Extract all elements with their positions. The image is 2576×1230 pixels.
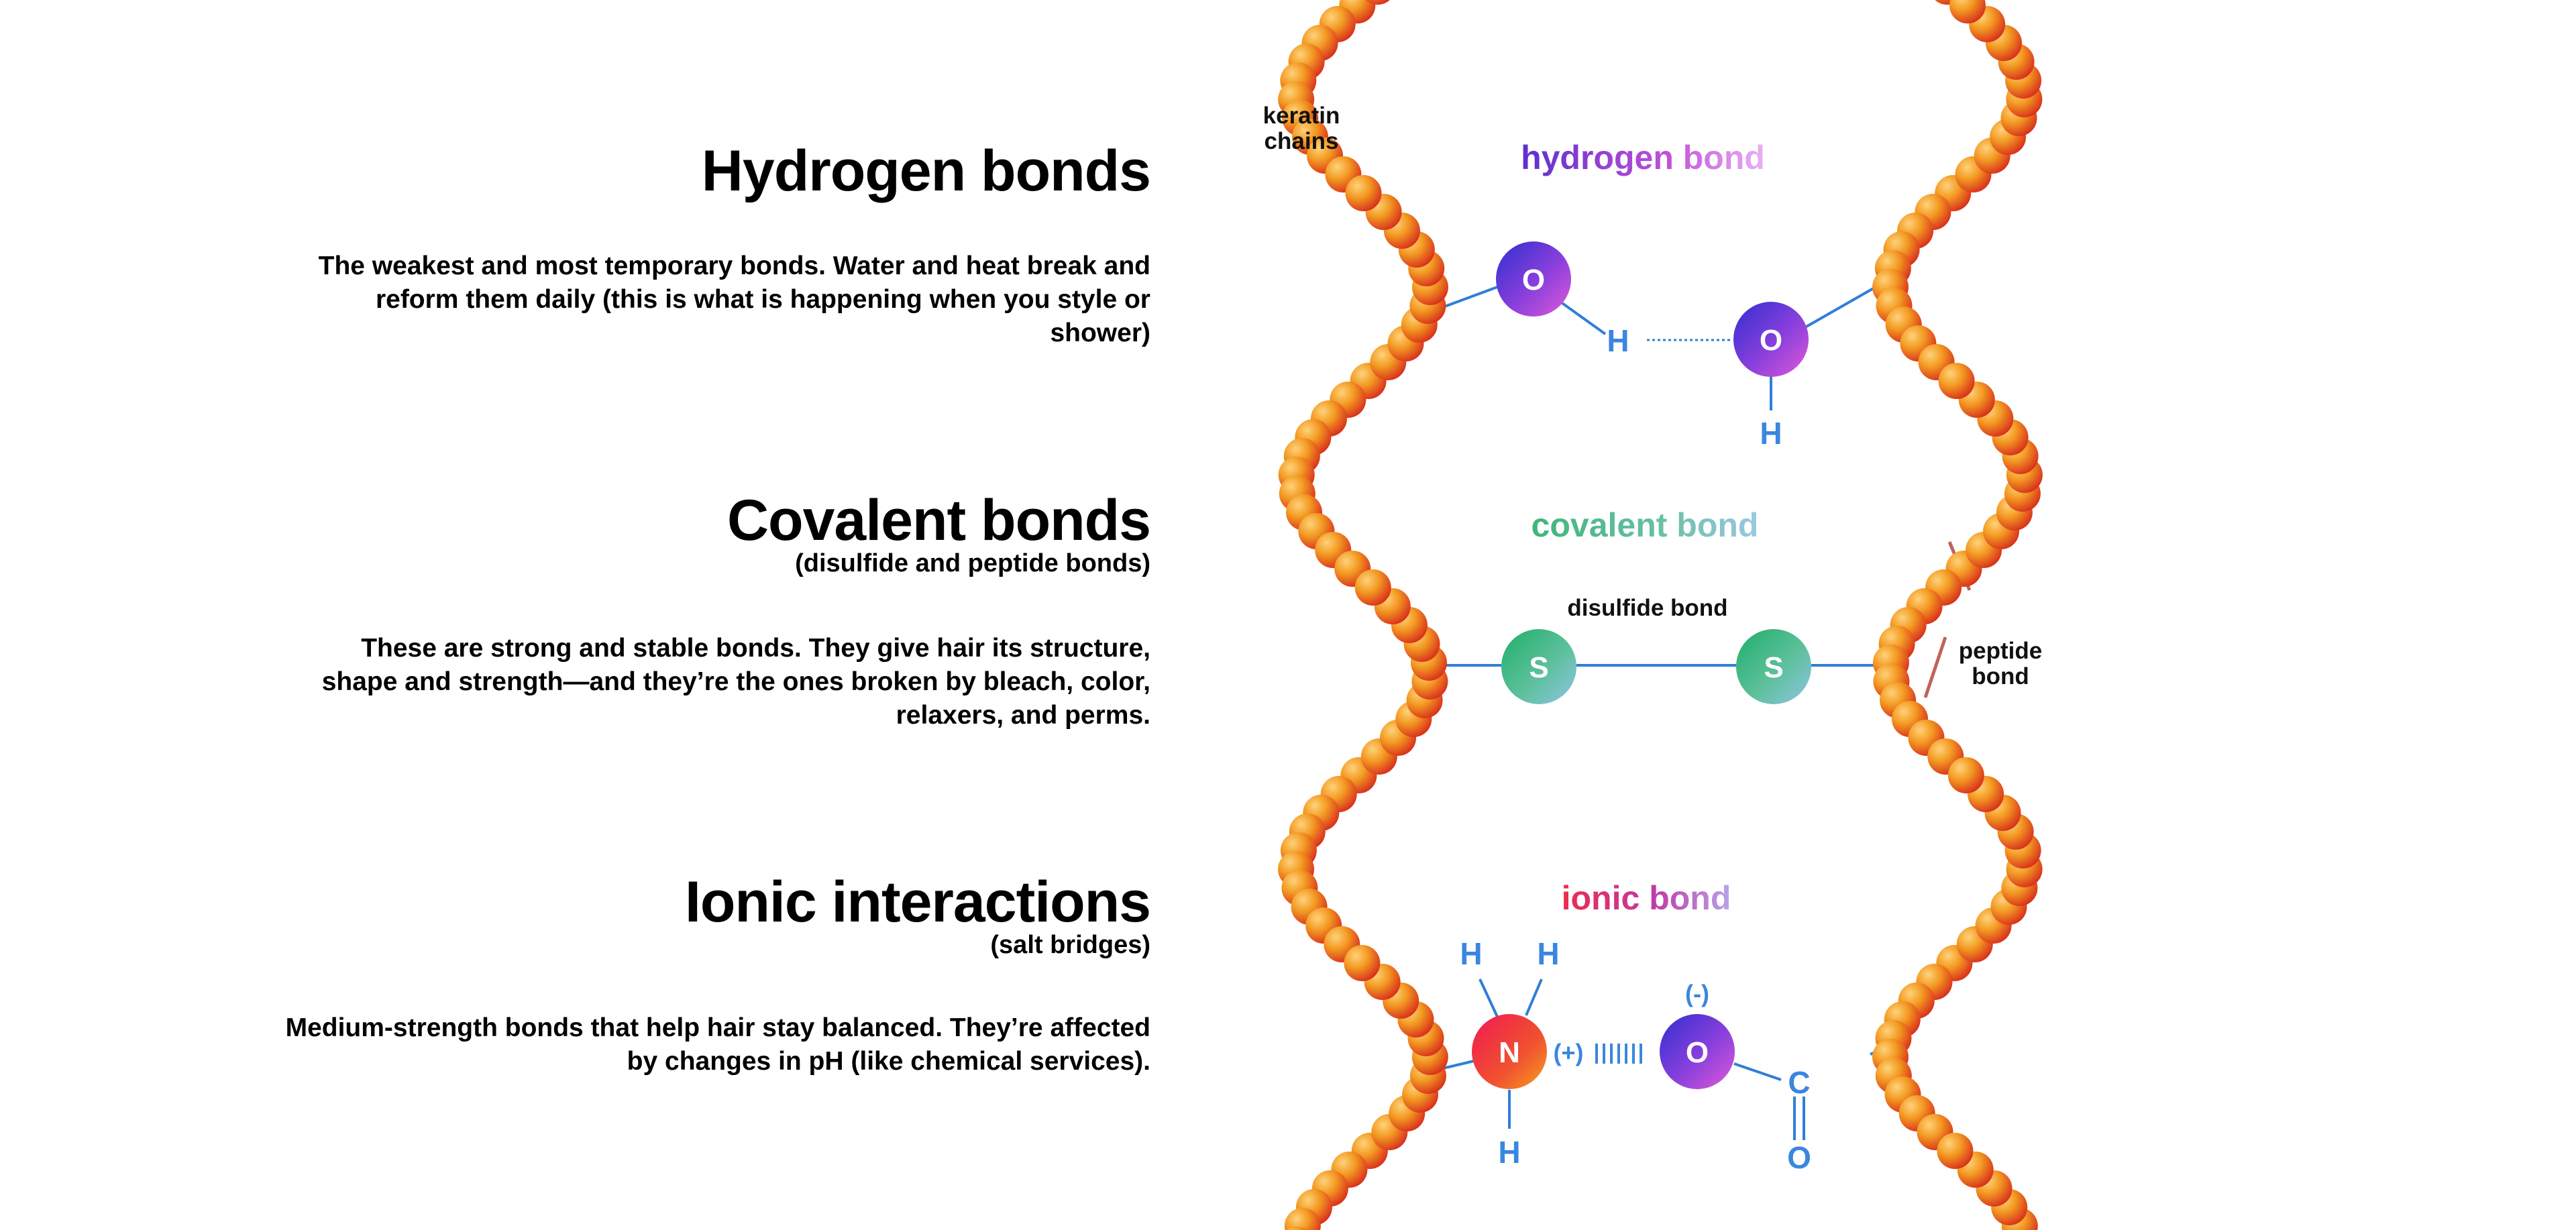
chain-bead xyxy=(1949,0,1986,23)
oc-bond xyxy=(1733,1062,1782,1081)
covalent-bond-label: covalent bond xyxy=(1532,506,1759,544)
keratin-chain-left xyxy=(1278,0,1448,1230)
ionic-interactions-description: Medium-strength bonds that help hair sta… xyxy=(285,1013,1150,1076)
keratin-chains-label-line1: keratin xyxy=(1263,103,1340,129)
keratin-chain-right xyxy=(1872,0,2043,1230)
ionic-interactions-subtitle: (salt bridges) xyxy=(990,931,1150,959)
ionic-interactions-title: Ionic interactions xyxy=(684,870,1151,934)
oxygen-atom-carbonyl: O xyxy=(1787,1140,1811,1175)
chain-bead xyxy=(1937,1133,1974,1169)
nh-bond-top-right xyxy=(1525,979,1543,1016)
oxygen-symbol: O xyxy=(1760,324,1782,357)
hydrogen-atom-nh-bottom: H xyxy=(1498,1135,1520,1170)
nh-bond-top-left xyxy=(1479,979,1499,1017)
keratin-chains-label-line2: chains xyxy=(1265,128,1339,154)
chain-bead xyxy=(1947,757,1984,793)
chain-bead xyxy=(1345,175,1382,211)
sulfur-atom-left: S xyxy=(1501,629,1576,704)
hydrogen-bonds-description: The weakest and most temporary bonds. Wa… xyxy=(318,251,1150,347)
carbon-atom: C xyxy=(1788,1065,1810,1100)
ionic-hash-marks xyxy=(1595,1044,1642,1064)
chain-bead xyxy=(1365,0,1390,5)
bond-lines xyxy=(1428,280,1891,1140)
hydrogen-right-link xyxy=(1800,280,1886,331)
sulfur-symbol: S xyxy=(1764,651,1783,684)
oxygen-atom-right: O xyxy=(1733,302,1809,377)
chain-bead xyxy=(1354,569,1391,606)
nitrogen-atom: N xyxy=(1472,1014,1547,1089)
hydrogen-bond-label: hydrogen bond xyxy=(1521,139,1765,176)
hydrogen-atom-right: H xyxy=(1760,416,1782,451)
covalent-bonds-title: Covalent bonds xyxy=(727,488,1151,553)
oxygen-symbol: O xyxy=(1686,1036,1709,1069)
sulfur-symbol: S xyxy=(1529,651,1548,684)
nitrogen-symbol: N xyxy=(1499,1036,1520,1069)
hydrogen-left-link xyxy=(1435,284,1503,311)
hydrogen-bonds-title: Hydrogen bonds xyxy=(701,139,1151,203)
peptide-bond-label-line2: bond xyxy=(1972,663,2029,689)
positive-charge: (+) xyxy=(1554,1039,1584,1066)
oxygen-atom-ionic: O xyxy=(1660,1014,1735,1089)
chain-bead xyxy=(1286,1227,1307,1230)
negative-charge: (-) xyxy=(1685,980,1709,1007)
hydrogen-atom-nh-right: H xyxy=(1537,936,1559,971)
chain-bead xyxy=(1938,363,1975,399)
hydrogen-atom-nh-left: H xyxy=(1460,936,1482,971)
peptide-bond-label-line1: peptide xyxy=(1959,638,2042,664)
chain-bead xyxy=(1284,1208,1321,1230)
disulfide-bond-label: disulfide bond xyxy=(1567,595,1727,621)
hydrogen-atom-bonded: H xyxy=(1607,323,1629,358)
covalent-bonds-description: These are strong and stable bonds. They … xyxy=(321,634,1150,730)
covalent-bonds-subtitle: (disulfide and peptide bonds) xyxy=(795,549,1150,577)
ionic-bond-label: ionic bond xyxy=(1562,879,1731,917)
oxygen-atom-left: O xyxy=(1496,241,1571,317)
sulfur-atom-right: S xyxy=(1736,629,1811,704)
oxygen-symbol: O xyxy=(1522,264,1545,296)
chain-bead xyxy=(1344,945,1381,981)
